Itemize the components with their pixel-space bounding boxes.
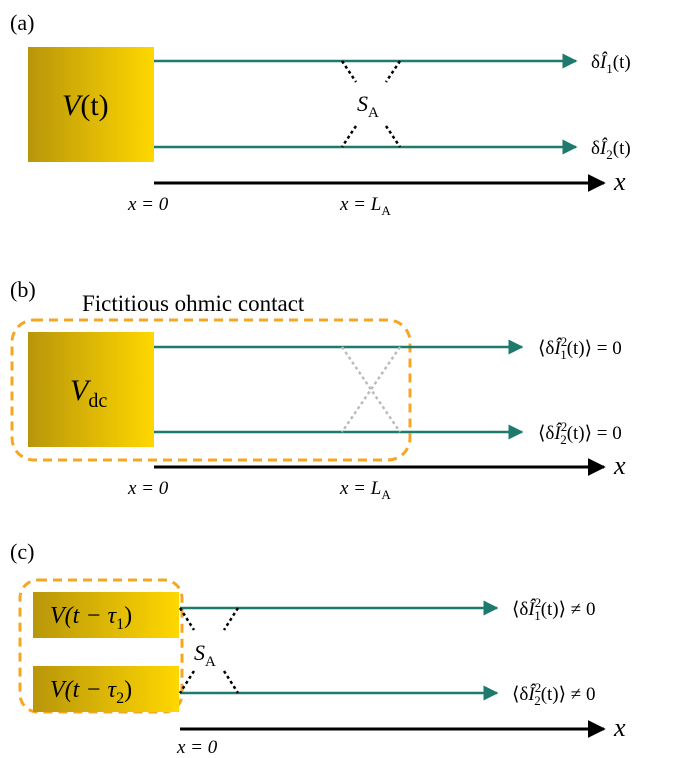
fictitious-contact-outline [10, 318, 412, 462]
scatterer-c-lines [178, 607, 240, 694]
dc-source-label: Vdc [70, 374, 107, 412]
x-axis-c-origin: x = 0 [176, 737, 218, 758]
x-axis-b-label: x [613, 451, 626, 480]
scatterer-c-label: SA [194, 640, 216, 670]
output-a-2: δÎ2(t) [591, 137, 631, 162]
panel-a: (a) V(t) SA δÎ1(t) δÎ2(t) x x = 0 x = LA [10, 10, 631, 218]
x-axis-b-origin: x = 0 [127, 478, 169, 499]
source-group-outline [18, 578, 184, 714]
delayed-source-2-box [33, 666, 179, 712]
dc-source-box [28, 332, 154, 447]
contact-label: Fictitious ohmic contact [82, 291, 305, 316]
delayed-source-1-box [33, 592, 179, 638]
delayed-source-1-label: V(t − τ1) [50, 603, 132, 633]
voltage-source-label: V(t) [62, 89, 109, 122]
x-axis-b-length: x = LA [339, 478, 391, 502]
delayed-source-2-label: V(t − τ2) [50, 677, 132, 707]
scatterer-a-lines [340, 60, 402, 148]
panel-b-tag: (b) [10, 277, 36, 302]
output-a-1: δÎ1(t) [591, 51, 631, 76]
x-axis-a-label: x [613, 167, 626, 196]
scatterer-a-label: SA [357, 91, 379, 121]
x-axis-a-length: x = LA [339, 194, 391, 218]
panel-a-tag: (a) [10, 10, 34, 35]
voltage-source-box [28, 47, 154, 162]
panel-c-tag: (c) [10, 539, 34, 564]
x-axis-a-origin: x = 0 [127, 194, 169, 215]
scatterer-b-lines [340, 346, 402, 433]
x-axis-c-label: x [613, 713, 626, 742]
